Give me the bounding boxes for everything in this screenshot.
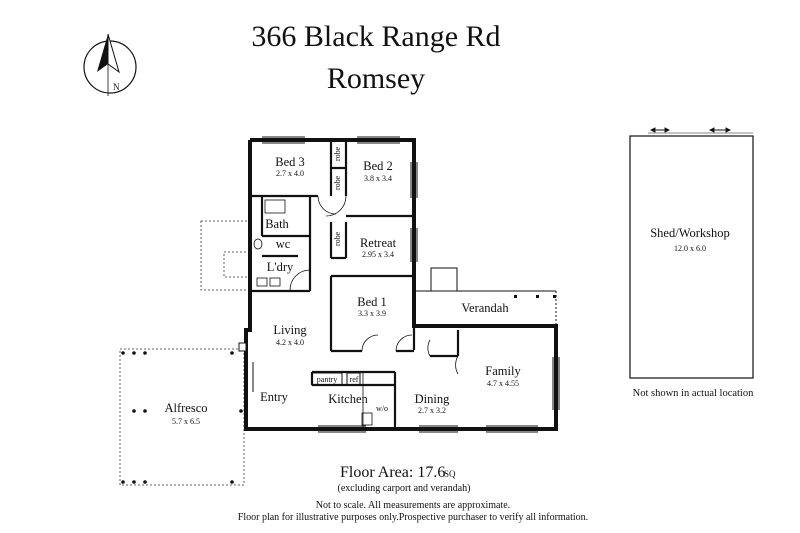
robe-label-2: robe <box>333 175 342 190</box>
room-dims-retreat: 2.95 x 3.4 <box>362 250 394 259</box>
house-walls <box>244 138 558 431</box>
shed-label: Shed/Workshop <box>650 226 730 240</box>
room-label-bed1: Bed 1 <box>357 295 387 309</box>
label-ref: ref <box>350 375 359 384</box>
property-address: 366 Black Range Rd <box>251 20 500 53</box>
kitchen-fixtures <box>311 372 361 386</box>
room-label-bed2: Bed 2 <box>363 159 393 173</box>
room-dims-dining: 2.7 x 3.2 <box>418 406 446 415</box>
robe-label-3: robe <box>333 231 342 246</box>
verandah-outline <box>414 267 557 327</box>
north-letter: N <box>113 82 120 92</box>
room-label-dining: Dining <box>415 392 450 406</box>
shed-location-note: Not shown in actual location <box>633 388 754 399</box>
room-label-retreat: Retreat <box>360 236 397 250</box>
windows <box>238 136 560 433</box>
room-dims-family: 4.7 x 4.55 <box>487 379 519 388</box>
shed-dims: 12.0 x 6.0 <box>674 244 706 253</box>
room-label-bed3: Bed 3 <box>275 155 305 169</box>
disclaimer-line-2: Floor plan for illustrative purposes onl… <box>238 512 588 523</box>
room-labels: Bed 3 2.7 x 4.0 Bed 2 3.8 x 3.4 robe rob… <box>164 146 521 426</box>
label-pantry: pantry <box>317 375 337 384</box>
room-label-alfresco: Alfresco <box>164 401 207 415</box>
disclaimer-line-1: Not to scale. All measurements are appro… <box>316 500 510 511</box>
interior-walls <box>250 140 460 429</box>
label-walk-in-pantry: w/o <box>376 404 388 413</box>
room-dims-bed1: 3.3 x 3.9 <box>358 309 386 318</box>
room-label-entry: Entry <box>260 390 289 404</box>
room-label-family: Family <box>485 364 521 378</box>
room-dims-bed2: 3.8 x 3.4 <box>364 174 392 183</box>
shed-workshop: Shed/Workshop 12.0 x 6.0 Not shown in ac… <box>629 127 754 399</box>
robe-label-1: robe <box>333 146 342 161</box>
north-arrow-icon: N <box>83 33 137 96</box>
door-swings <box>289 195 459 429</box>
room-dims-alfresco: 5.7 x 6.5 <box>172 417 200 426</box>
room-label-bath: Bath <box>265 217 289 231</box>
floor-area-label: Floor Area: 17.6 <box>340 464 445 481</box>
room-dims-bed3: 2.7 x 4.0 <box>276 169 304 178</box>
floor-area-unit: SQ <box>444 469 456 479</box>
property-suburb: Romsey <box>327 62 425 95</box>
floor-area-note: (excluding carport and verandah) <box>338 483 471 494</box>
footer: Floor Area: 17.6 SQ (excluding carport a… <box>238 464 588 523</box>
room-label-wc: wc <box>276 237 291 251</box>
room-label-kitchen: Kitchen <box>328 392 368 406</box>
room-label-living: Living <box>273 323 307 337</box>
bathroom-fixtures <box>253 199 373 426</box>
room-label-verandah: Verandah <box>461 301 509 315</box>
alfresco-posts <box>121 351 243 484</box>
room-label-laundry: L'dry <box>267 260 294 274</box>
room-dims-living: 4.2 x 4.0 <box>276 338 304 347</box>
side-porch <box>200 220 250 291</box>
verandah-posts <box>514 295 556 298</box>
